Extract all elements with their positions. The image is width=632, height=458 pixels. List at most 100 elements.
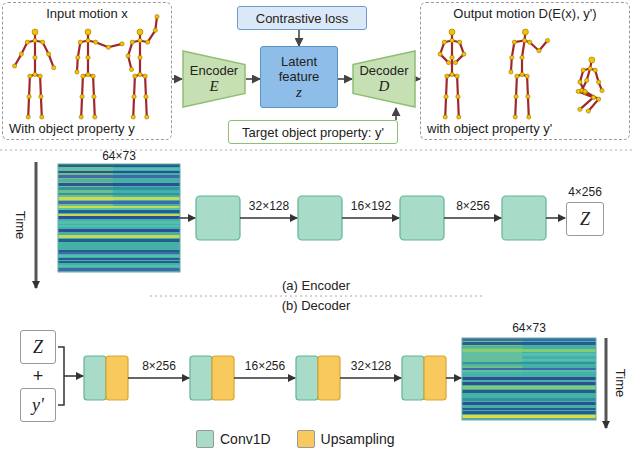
joint — [449, 29, 455, 35]
joint — [576, 89, 580, 93]
bone — [526, 76, 529, 96]
bone — [28, 76, 31, 96]
dimension-label: 8×256 — [456, 199, 490, 213]
heatmap-row — [462, 346, 596, 348]
joint — [442, 40, 446, 44]
joint — [27, 95, 31, 99]
conv1d-block — [296, 356, 318, 400]
bone — [40, 97, 43, 117]
dimension-label: Time — [13, 211, 27, 239]
joint — [126, 54, 130, 58]
joint — [76, 55, 80, 59]
heatmap-row — [462, 370, 596, 372]
conv1d-block — [502, 196, 546, 240]
joint — [455, 74, 459, 78]
joint — [578, 80, 582, 84]
heatmap-row — [462, 408, 596, 410]
wires — [36, 162, 606, 428]
joint — [33, 38, 37, 42]
separator — [0, 150, 632, 151]
heatmap-row — [462, 364, 596, 366]
joint — [588, 66, 592, 70]
heatmap-row — [58, 216, 180, 219]
joint — [81, 74, 85, 78]
joint — [138, 55, 142, 59]
node-text: y' — [32, 395, 44, 415]
bone — [444, 97, 447, 117]
heatmap-row — [462, 382, 596, 385]
heatmap-row — [58, 243, 180, 245]
heatmap-row — [462, 411, 596, 414]
conv1d-block — [196, 196, 240, 240]
heatmap-row — [58, 250, 180, 252]
joint — [145, 115, 149, 119]
joint — [586, 109, 590, 113]
bone — [451, 41, 453, 58]
joint — [91, 74, 95, 78]
joint — [527, 115, 531, 119]
bone — [522, 41, 525, 58]
layer-blocks — [84, 196, 546, 400]
joint — [545, 38, 549, 42]
plus-sign: + — [33, 367, 44, 385]
joint — [79, 115, 83, 119]
heatmap-row — [58, 179, 180, 182]
joint — [38, 74, 42, 78]
joint — [146, 40, 150, 44]
joint — [132, 95, 136, 99]
joint — [438, 52, 442, 56]
heatmap-row — [462, 368, 596, 370]
joint — [597, 80, 601, 84]
joint — [526, 95, 530, 99]
joint — [520, 72, 524, 76]
heatmap-border — [462, 338, 596, 420]
joint — [93, 115, 97, 119]
dimension-label: 16×192 — [351, 199, 391, 213]
bone — [81, 76, 84, 96]
heatmap-row — [58, 208, 180, 210]
joint — [450, 38, 454, 42]
conv1d-block — [190, 356, 212, 400]
joint — [453, 61, 457, 65]
property-box: y' — [20, 388, 56, 422]
joint — [25, 40, 29, 44]
heatmap-row — [58, 171, 180, 173]
section-caption: (a) Encoder — [282, 279, 350, 293]
joint — [520, 55, 524, 59]
bone — [34, 41, 36, 58]
joint — [525, 74, 529, 78]
joint — [593, 68, 597, 72]
node-text: 4×256 — [568, 185, 602, 200]
joint — [591, 95, 595, 99]
latent-box: Latent featurez — [260, 46, 338, 108]
node-text: D — [379, 78, 390, 95]
conv1d-block — [400, 196, 444, 240]
heatmap-row — [462, 353, 596, 356]
bone — [514, 97, 517, 117]
joint — [514, 95, 518, 99]
upsampling-block — [318, 356, 340, 400]
separator — [150, 296, 482, 297]
connector — [298, 30, 300, 46]
joint — [155, 15, 159, 19]
connector — [246, 78, 260, 80]
bone — [515, 76, 518, 96]
joint — [143, 74, 147, 78]
upsampling-block — [212, 356, 234, 400]
joint — [13, 64, 17, 68]
joint — [522, 29, 528, 35]
joint — [456, 95, 460, 99]
joint — [75, 70, 79, 74]
joint — [153, 28, 157, 32]
conv1d-block — [298, 196, 342, 240]
bone — [87, 41, 89, 58]
heatmap-row — [58, 221, 180, 224]
joint — [510, 55, 514, 59]
node-text: z — [296, 84, 302, 101]
joint — [515, 74, 519, 78]
heatmap — [462, 338, 596, 420]
connector — [395, 108, 397, 120]
heatmap-row — [58, 214, 180, 216]
heatmap-row — [58, 268, 180, 271]
bone — [527, 97, 530, 117]
